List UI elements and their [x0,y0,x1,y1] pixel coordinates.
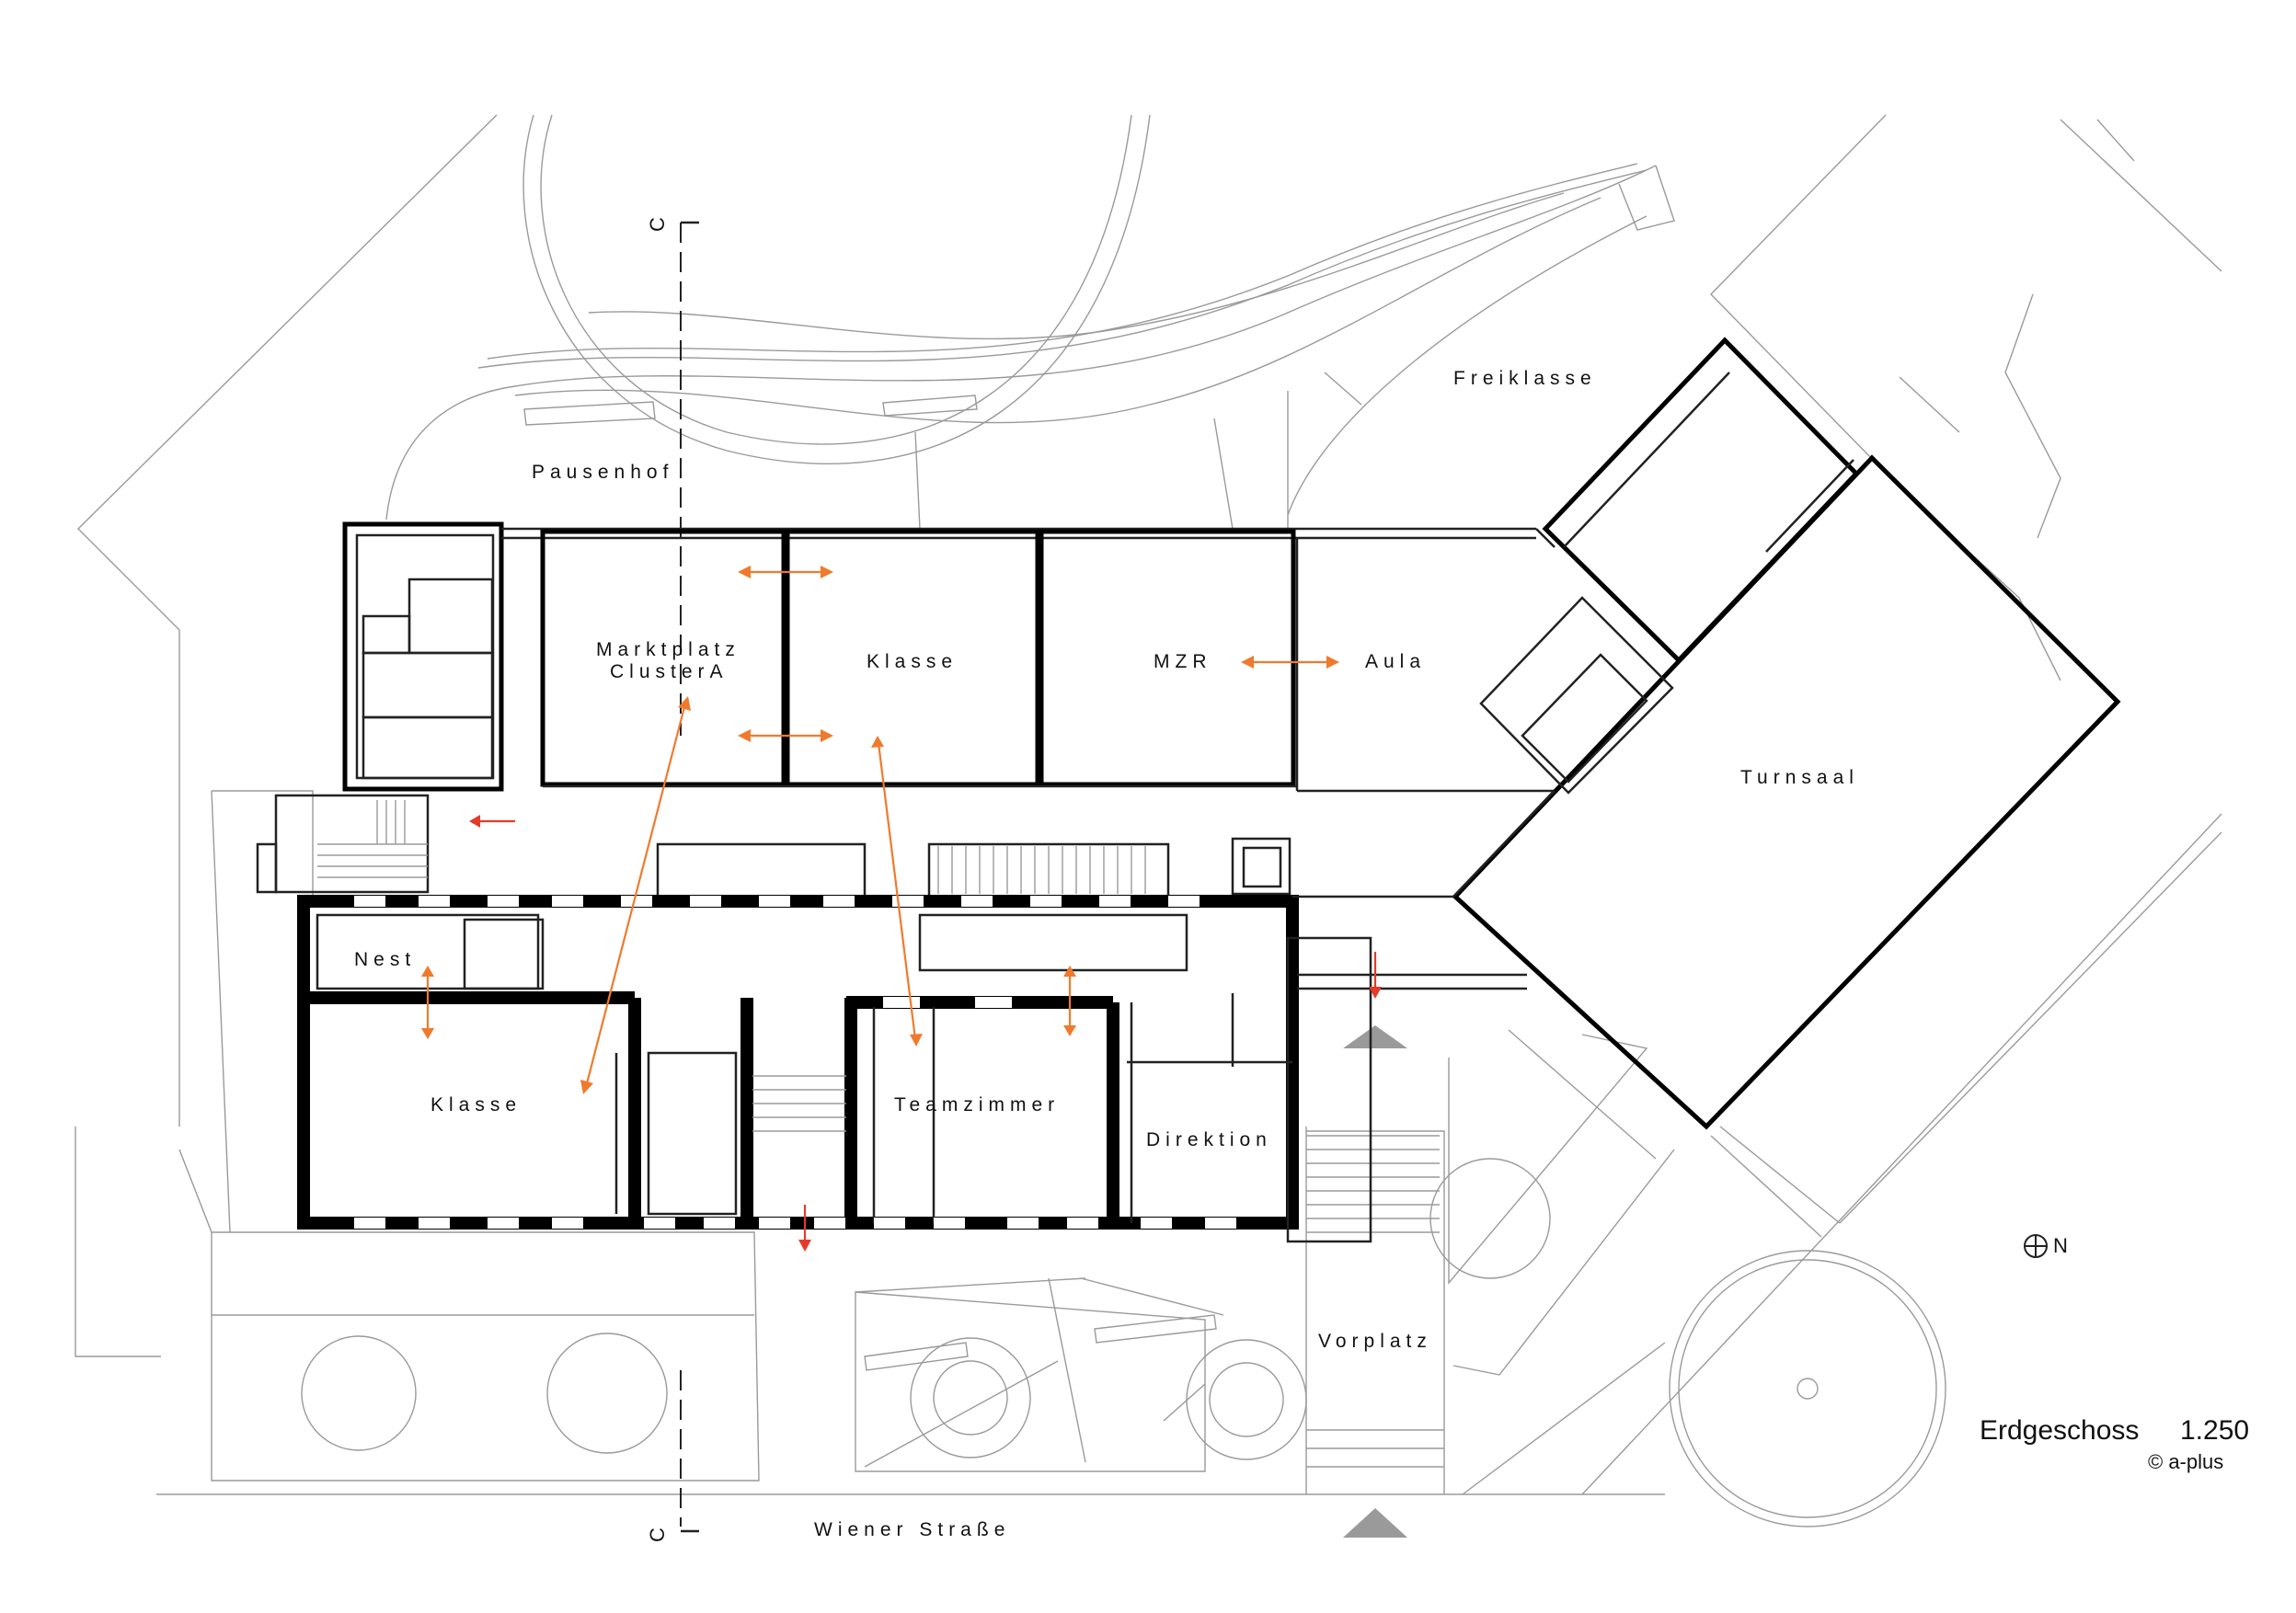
section-label-bottom: C [646,1527,669,1542]
label-street: Wiener Straße [814,1519,1010,1540]
label-nest: Nest [354,949,416,970]
circulation-arrows [421,566,1339,1094]
label-klasse-lower: Klasse [430,1094,522,1115]
drawing-credit: © a-plus [2148,1450,2223,1473]
gym-block [1452,337,2121,1238]
label-mzr: MZR [1154,651,1212,672]
label-freiklasse: Freiklasse [1453,368,1597,389]
label-pausenhof: Pausenhof [532,462,673,483]
label-turnsaal: Turnsaal [1740,767,1859,788]
label-klasse-upper: Klasse [867,651,958,672]
label-cluster-a: ClusterA [610,661,729,682]
label-aula: Aula [1365,651,1426,672]
drawing-scale: 1.250 [2180,1415,2249,1446]
label-vorplatz: Vorplatz [1318,1331,1432,1352]
drawing-title: Erdgeschoss [1980,1415,2139,1446]
ground-floor-block [297,895,1527,1243]
label-teamzimmer: Teamzimmer [894,1094,1060,1115]
room-labels: Freiklasse Pausenhof Marktplatz ClusterA… [354,368,1859,1540]
title-block: Erdgeschoss 1.250 © a-plus [1980,1415,2249,1473]
site-context [75,114,2222,1538]
exit-arrows [469,815,1382,1252]
north-arrow-icon: N [2024,1234,2068,1258]
section-label-top: C [646,217,669,232]
label-direktion: Direktion [1146,1129,1272,1150]
label-marktplatz: Marktplatz [596,639,740,660]
north-label: N [2053,1234,2068,1257]
upper-wing [256,521,1555,903]
section-line-c: C C [646,217,699,1542]
